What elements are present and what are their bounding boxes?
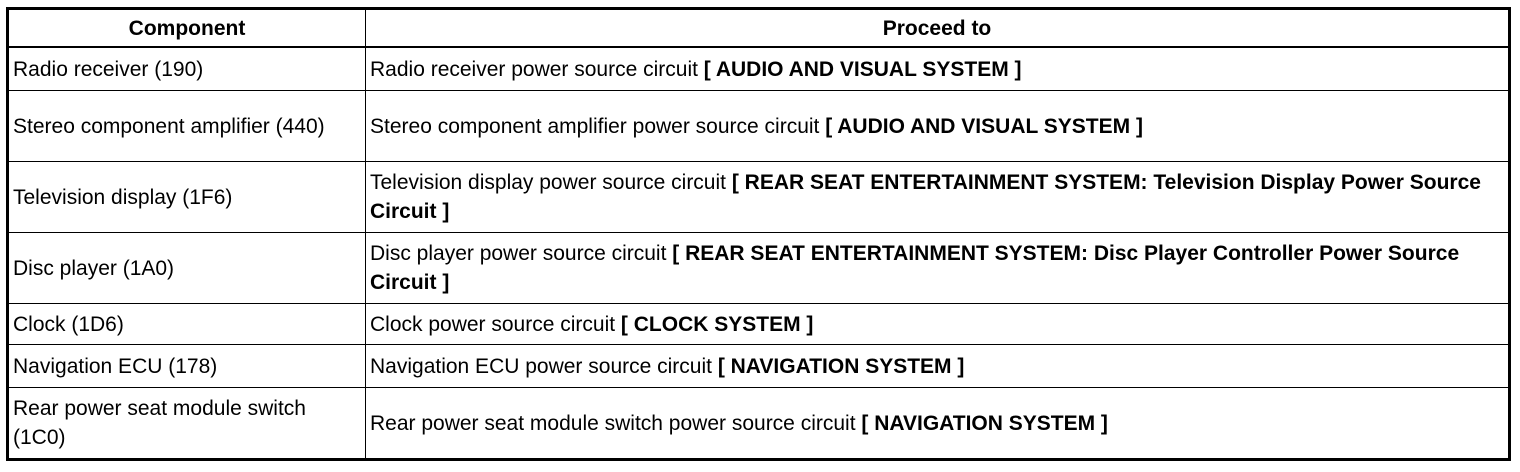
header-row: Component Proceed to [7,8,1510,48]
proceed-ref-link[interactable]: [ CLOCK SYSTEM ] [620,312,814,336]
proceed-cell: Disc player power source circuit [ REAR … [365,232,1510,304]
proceed-cell: Television display power source circuit … [365,161,1510,233]
component-cell: Clock (1D6) [7,303,366,345]
proceed-cell: Clock power source circuit [ CLOCK SYSTE… [365,303,1510,345]
component-cell: Television display (1F6) [7,161,366,233]
proceed-cell: Navigation ECU power source circuit [ NA… [365,344,1510,388]
proceed-ref-link[interactable]: [ AUDIO AND VISUAL SYSTEM ] [825,114,1143,138]
proceed-ref-link[interactable]: [ REAR SEAT ENTERTAINMENT SYSTEM: Televi… [370,171,1481,223]
proceed-text: Navigation ECU power source circuit [370,354,718,378]
proceed-text: Rear power seat module switch power sour… [370,411,862,435]
proceed-cell: Radio receiver power source circuit [ AU… [365,46,1510,91]
proceed-ref-link[interactable]: [ REAR SEAT ENTERTAINMENT SYSTEM: Disc P… [370,242,1460,294]
document-page: Component Proceed to Radio receiver (190… [6,7,1511,461]
proceed-text: Disc player power source circuit [370,242,673,265]
proceed-cell: Stereo component amplifier power source … [365,90,1510,162]
component-cell: Radio receiver (190) [7,46,366,91]
table-row: Stereo component amplifier (440) Stereo … [7,90,1510,162]
proceed-text: Television display power source circuit [370,171,732,194]
table-row: Disc player (1A0) Disc player power sour… [7,232,1510,304]
component-cell: Disc player (1A0) [7,232,366,304]
header-proceed-to: Proceed to [365,8,1510,48]
component-cell: Navigation ECU (178) [7,344,366,388]
proceed-cell: Rear power seat module switch power sour… [365,387,1510,460]
proceed-ref-link[interactable]: [ AUDIO AND VISUAL SYSTEM ] [703,57,1022,81]
table-row: Clock (1D6) Clock power source circuit [… [7,303,1510,345]
header-component: Component [7,8,366,48]
table-row: Television display (1F6) Television disp… [7,161,1510,233]
table-row: Radio receiver (190) Radio receiver powe… [7,46,1510,91]
proceed-ref-link[interactable]: [ NAVIGATION SYSTEM ] [861,411,1108,435]
proceed-ref-link[interactable]: [ NAVIGATION SYSTEM ] [717,354,965,378]
proceed-text: Stereo component amplifier power source … [370,114,826,138]
proceed-text: Radio receiver power source circuit [370,57,704,81]
component-cell: Stereo component amplifier (440) [7,90,366,162]
table-row: Navigation ECU (178) Navigation ECU powe… [7,344,1510,388]
component-proceed-table: Component Proceed to Radio receiver (190… [6,7,1511,461]
component-cell: Rear power seat module switch (1C0) [7,387,366,460]
table-row: Rear power seat module switch (1C0) Rear… [7,387,1510,460]
proceed-text: Clock power source circuit [370,312,621,336]
